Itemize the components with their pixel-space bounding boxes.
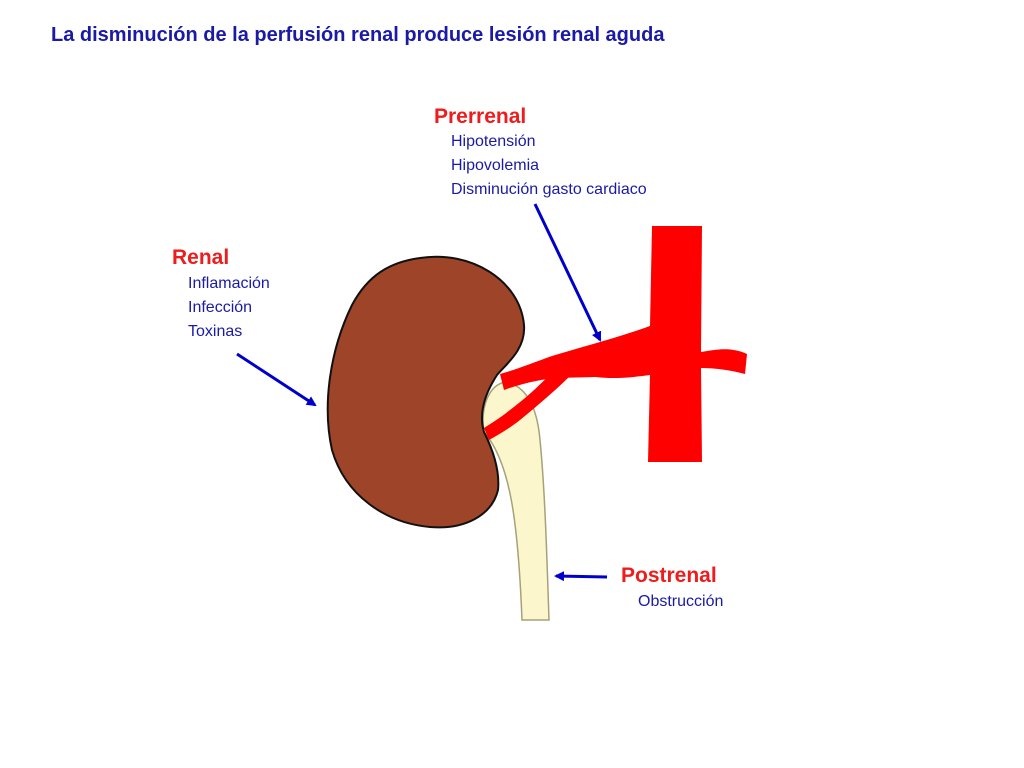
- prerrenal-heading: Prerrenal: [434, 105, 527, 128]
- aorta: [596, 226, 747, 462]
- renal-arrow: [236, 352, 317, 407]
- postrenal-heading: Postrenal: [621, 564, 717, 587]
- renal-item: Inflamación: [188, 275, 270, 292]
- prerrenal-item: Hipovolemia: [451, 157, 540, 174]
- postrenal-arrow: [554, 571, 608, 582]
- ureter: [482, 381, 550, 621]
- renal-artery-branch-lower: [484, 364, 572, 440]
- prerrenal-item: Hipotensión: [451, 133, 536, 150]
- renal-artery: [500, 326, 652, 390]
- prerrenal-item: Disminución gasto cardiaco: [451, 181, 647, 198]
- kidney: [326, 255, 526, 529]
- postrenal-item: Obstrucción: [638, 593, 724, 610]
- renal-item: Infección: [188, 299, 253, 316]
- prerrenal-arrow: [533, 203, 602, 342]
- renal-item: Toxinas: [188, 323, 243, 340]
- renal-heading: Renal: [172, 246, 230, 269]
- slide-title: La disminución de la perfusión renal pro…: [51, 24, 665, 46]
